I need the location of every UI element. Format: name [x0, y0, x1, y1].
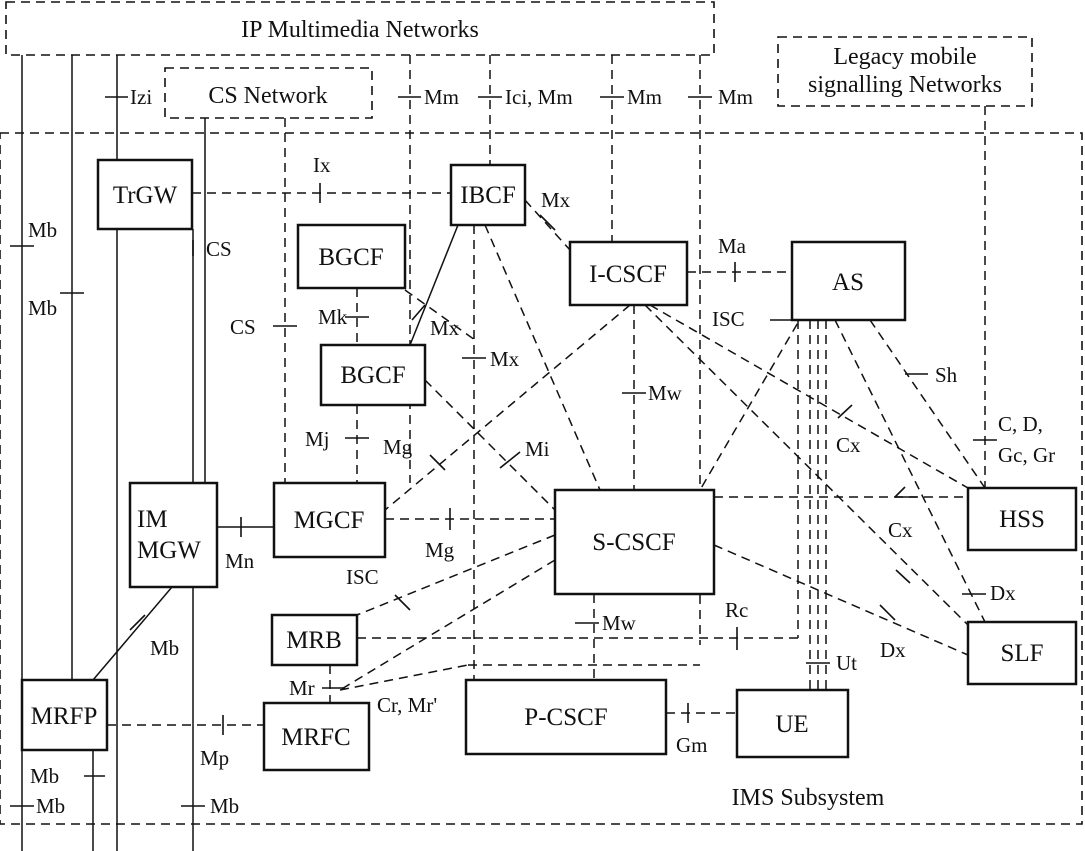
ip-multimedia-networks-label: IP Multimedia Networks [241, 17, 479, 43]
links [107, 106, 986, 726]
mrfp-box [20, 678, 109, 752]
legacy-networks-zone [777, 36, 1033, 107]
ims-subsystem-label: IMS Subsystem [732, 785, 885, 811]
izi-label: Izi [130, 85, 152, 109]
mx-mid-label: Mx [490, 347, 520, 371]
mx-bgcf-label: Mx [430, 316, 460, 340]
mb-left2-label: Mb [28, 296, 57, 320]
c-d-label: C, D, [998, 412, 1043, 436]
bgcf-mid-label: BGCF [340, 362, 405, 389]
mw-top-label: Mw [648, 381, 683, 405]
ue-label: UE [775, 711, 808, 738]
legacy-networks-label-line1: Legacy mobile [833, 44, 976, 70]
mj-label: Mj [305, 427, 330, 451]
ims-subsystem-zone [0, 132, 1083, 825]
bgcf-mid-box [319, 343, 427, 407]
gc-gr-label: Gc, Gr [998, 443, 1055, 467]
mp-label: Mp [200, 746, 229, 770]
cs-trgw-label: CS [206, 237, 232, 261]
gm-label: Gm [676, 733, 708, 757]
ip-multimedia-networks-zone [5, 1, 715, 56]
isc-mrb-label: ISC [346, 565, 379, 589]
dx-bottom-label: Dx [880, 638, 906, 662]
mm-label-2: Mm [627, 85, 662, 109]
legacy-networks-label-line2: signalling Networks [808, 72, 1002, 98]
mb-bl1-label: Mb [30, 764, 59, 788]
ici-mm-label: Ici, Mm [505, 85, 573, 109]
mrfp-label: MRFP [31, 703, 98, 730]
hss-label: HSS [999, 506, 1045, 533]
slf-box [966, 620, 1078, 686]
bgcf-top-label: BGCF [318, 244, 383, 271]
icscf-box [568, 240, 689, 307]
left-trunk-lines [21, 55, 286, 851]
mrfc-label: MRFC [281, 724, 350, 751]
cx-bottom-label: Cx [888, 518, 913, 542]
mi-label: Mi [525, 437, 550, 461]
mgcf-label: MGCF [294, 507, 365, 534]
im-mgw-label-line2: MGW [137, 537, 201, 564]
mb-bl3-label: Mb [210, 794, 239, 818]
cs-left-label: CS [230, 315, 256, 339]
isc-as-label: ISC [712, 307, 745, 331]
mb-bl2-label: Mb [36, 794, 65, 818]
dx-top-label: Dx [990, 581, 1016, 605]
mg-bottom-label: Mg [425, 538, 455, 562]
ip-mm-links [409, 55, 701, 645]
mx-ibcf-label: Mx [541, 188, 571, 212]
ibcf-box [449, 163, 527, 227]
interface-ticks [10, 96, 997, 807]
mk-label: Mk [318, 305, 348, 329]
mrb-box [270, 613, 359, 667]
as-label: AS [832, 269, 864, 296]
slf-label: SLF [1000, 640, 1043, 667]
mrb-label: MRB [286, 627, 342, 654]
cx-top-label: Cx [836, 433, 861, 457]
ibcf-label: IBCF [460, 182, 516, 209]
mr-label: Mr [289, 676, 315, 700]
mw-bottom-label: Mw [602, 611, 637, 635]
mn-label: Mn [225, 549, 255, 573]
sh-label: Sh [935, 363, 958, 387]
node-boxes [20, 158, 1078, 772]
hss-box [966, 486, 1078, 552]
trgw-box [96, 158, 194, 231]
cs-network-zone [164, 67, 373, 119]
cr-mr-label: Cr, Mr' [377, 693, 437, 717]
mg-top-label: Mg [383, 435, 413, 459]
mrfc-box [262, 701, 371, 772]
pcscf-box [464, 678, 668, 756]
rc-label: Rc [725, 598, 748, 622]
bgcf-top-box [296, 223, 407, 290]
ix-label: Ix [313, 153, 331, 177]
ut-label: Ut [836, 651, 857, 675]
mm-label-1: Mm [424, 85, 459, 109]
cs-network-label: CS Network [208, 83, 327, 109]
mb-left-label: Mb [28, 218, 57, 242]
trgw-label: TrGW [113, 182, 178, 209]
im-mgw-box [128, 481, 219, 589]
im-mgw-label-line1: IM [137, 506, 168, 533]
mgcf-box [272, 481, 387, 559]
mb-mgw-label: Mb [150, 636, 179, 660]
ma-label: Ma [718, 234, 747, 258]
pcscf-label: P-CSCF [524, 704, 607, 731]
mm-label-3: Mm [718, 85, 753, 109]
ue-box [735, 688, 850, 759]
scscf-box [553, 488, 716, 596]
scscf-label: S-CSCF [592, 529, 675, 556]
icscf-label: I-CSCF [589, 261, 667, 288]
as-box [790, 240, 907, 322]
